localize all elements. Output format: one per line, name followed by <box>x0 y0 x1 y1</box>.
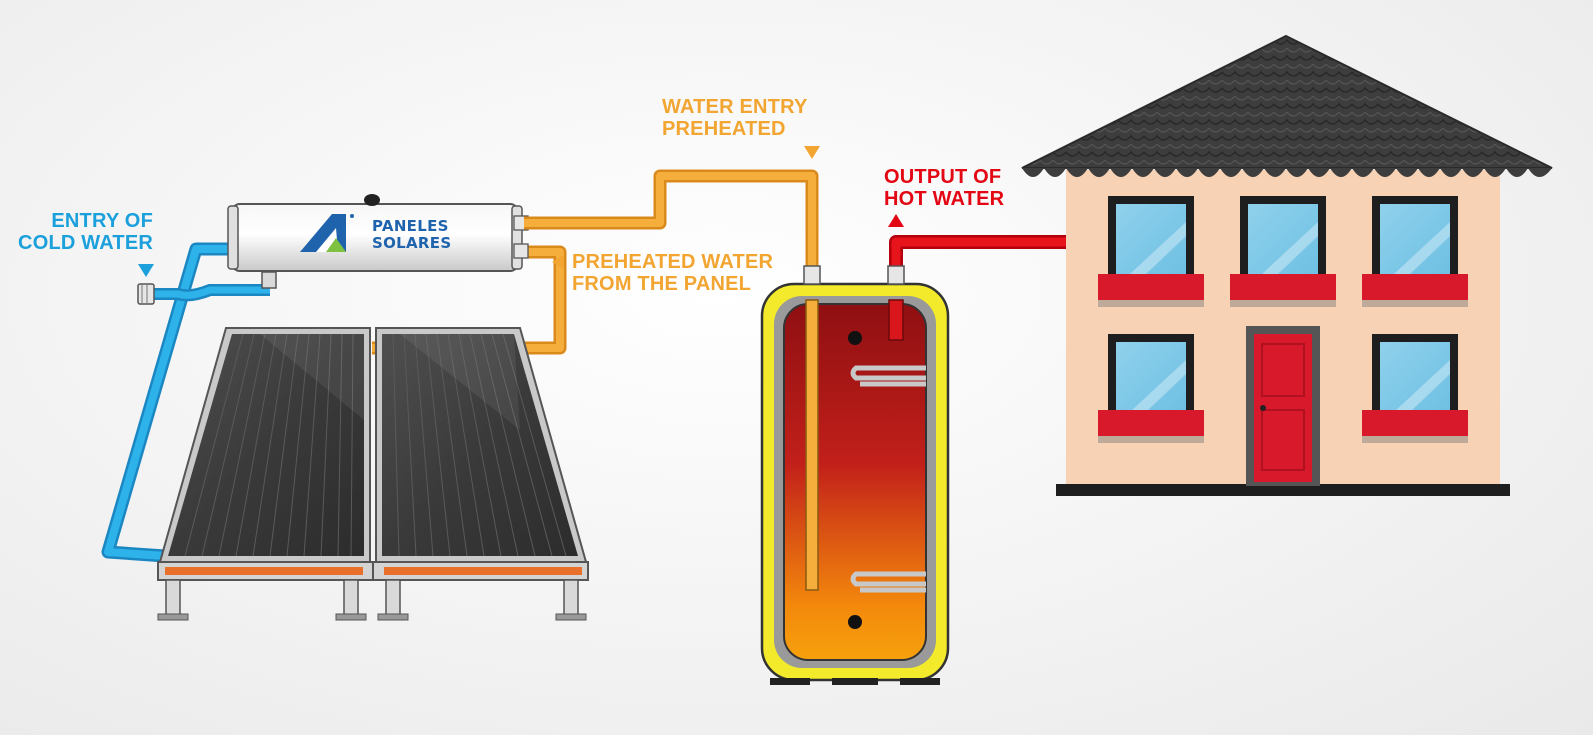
brand-line-2: SOLARES <box>372 234 452 252</box>
label-output-hot-water: OUTPUT OF HOT WATER <box>884 166 1004 210</box>
window-lower-right <box>1362 334 1468 443</box>
brand-line-1: PANELES <box>372 217 449 235</box>
house <box>1021 34 1553 496</box>
label-hot-line-1: OUTPUT OF <box>884 166 1002 188</box>
label-preheated-panel-line-1: PREHEATED WATER <box>572 251 774 273</box>
label-cold-line-2: COLD WATER <box>18 232 153 254</box>
panel-support-frame <box>157 561 589 621</box>
label-entry-cold-water: ENTRY OF COLD WATER <box>16 210 153 254</box>
heat-exchanger-coil-top <box>850 365 926 387</box>
label-preheated-panel-line-2: FROM THE PANEL <box>572 273 752 295</box>
solar-storage-cylinder <box>227 194 529 272</box>
label-entry-preheated-line-1: WATER ENTRY <box>662 96 808 118</box>
cold-water-arrow-icon <box>138 264 154 277</box>
paneles-solares-logo <box>300 214 354 252</box>
brand-text: PANELES SOLARES <box>372 218 451 252</box>
preheated-panel-arrow-icon <box>552 255 564 269</box>
label-water-entry-preheated: WATER ENTRY PREHEATED <box>662 96 808 140</box>
house-door <box>1246 326 1320 486</box>
window-upper-left <box>1098 196 1204 307</box>
heat-exchanger-coil-bottom <box>850 571 926 593</box>
label-preheated-from-panel: PREHEATED WATER FROM THE PANEL <box>572 251 773 295</box>
window-upper-right <box>1362 196 1468 307</box>
house-roof <box>1021 34 1553 177</box>
water-entry-arrow-icon <box>804 146 820 159</box>
solar-panel-left <box>158 327 371 563</box>
solar-collector-system <box>101 169 819 621</box>
label-cold-line-1: ENTRY OF <box>51 210 153 232</box>
label-entry-preheated-line-2: PREHEATED <box>662 118 786 140</box>
window-lower-left <box>1098 334 1204 443</box>
label-hot-line-2: HOT WATER <box>884 188 1005 210</box>
hot-water-tank <box>760 235 1070 685</box>
cold-inlet-fitting <box>137 283 155 305</box>
hot-water-arrow-icon <box>888 214 904 227</box>
window-upper-middle <box>1230 196 1336 307</box>
solar-panel-right <box>375 327 588 563</box>
